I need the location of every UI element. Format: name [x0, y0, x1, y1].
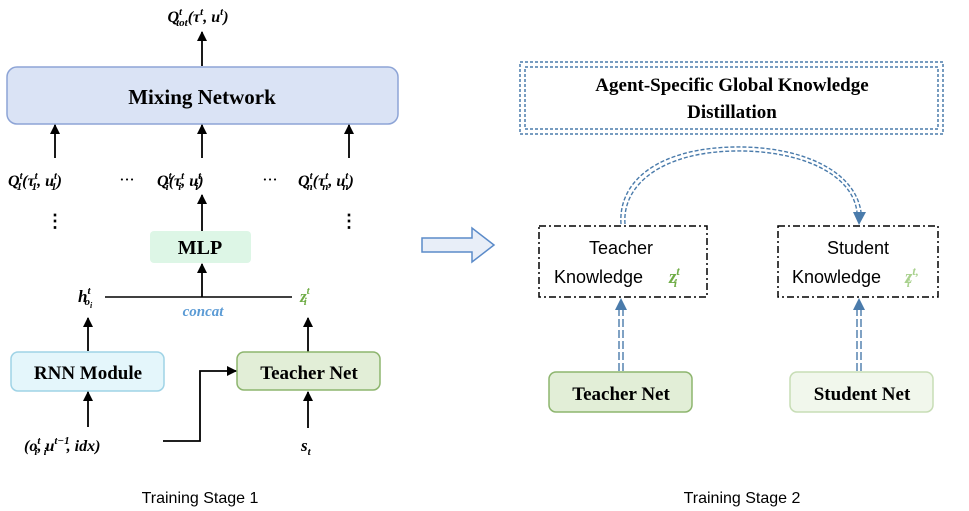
distill-curve-b: [624, 150, 858, 225]
student-net-box: [789, 371, 934, 413]
input-to-teacher-arrow: [163, 366, 237, 442]
vdots-left: ⋮: [46, 211, 64, 232]
distillation-box-inner: [524, 66, 939, 130]
student-knowledge-line2: Knowledge: [792, 267, 881, 287]
teacher-net-label-stage2: Teacher Net: [572, 384, 670, 405]
mlp-box: [150, 231, 251, 263]
student-knowledge-box: [777, 225, 939, 298]
teacher-up-arrowhead: [615, 298, 627, 310]
mixing-network-label: Mixing Network: [128, 85, 276, 109]
caption-stage2: Training Stage 2: [684, 490, 801, 507]
rnn-module-label: RNN Module: [34, 363, 142, 384]
teacher-knowledge-line2: Knowledge: [554, 267, 643, 287]
teacher-knowledge-line1: Teacher: [589, 238, 653, 258]
distill-curve-a: [620, 146, 862, 225]
student-net-label: Student Net: [814, 384, 911, 405]
distillation-box-outer: [519, 61, 944, 135]
mlp-label: MLP: [178, 237, 222, 259]
hdots-right: ···: [262, 170, 277, 189]
student-up-arrowhead: [853, 298, 865, 310]
teacher-net-box-stage1: [236, 351, 381, 391]
state-label: st: [300, 436, 312, 458]
caption-stage1: Training Stage 1: [142, 490, 259, 507]
distillation-label-line1: Agent-Specific Global Knowledge: [595, 75, 868, 96]
student-z-label: zt,i: [904, 264, 919, 290]
distillation-label-line2: Distillation: [687, 102, 777, 123]
vdots-right: ⋮: [340, 211, 358, 232]
stage-transition-arrow: [421, 226, 496, 264]
student-knowledge-line1: Student: [827, 238, 889, 258]
hdots-left: ···: [119, 170, 134, 189]
teacher-net-box-stage2: [548, 371, 693, 413]
distill-arrowhead: [853, 212, 866, 225]
teacher-net-label-stage1: Teacher Net: [260, 363, 358, 384]
concat-label: concat: [183, 304, 225, 320]
